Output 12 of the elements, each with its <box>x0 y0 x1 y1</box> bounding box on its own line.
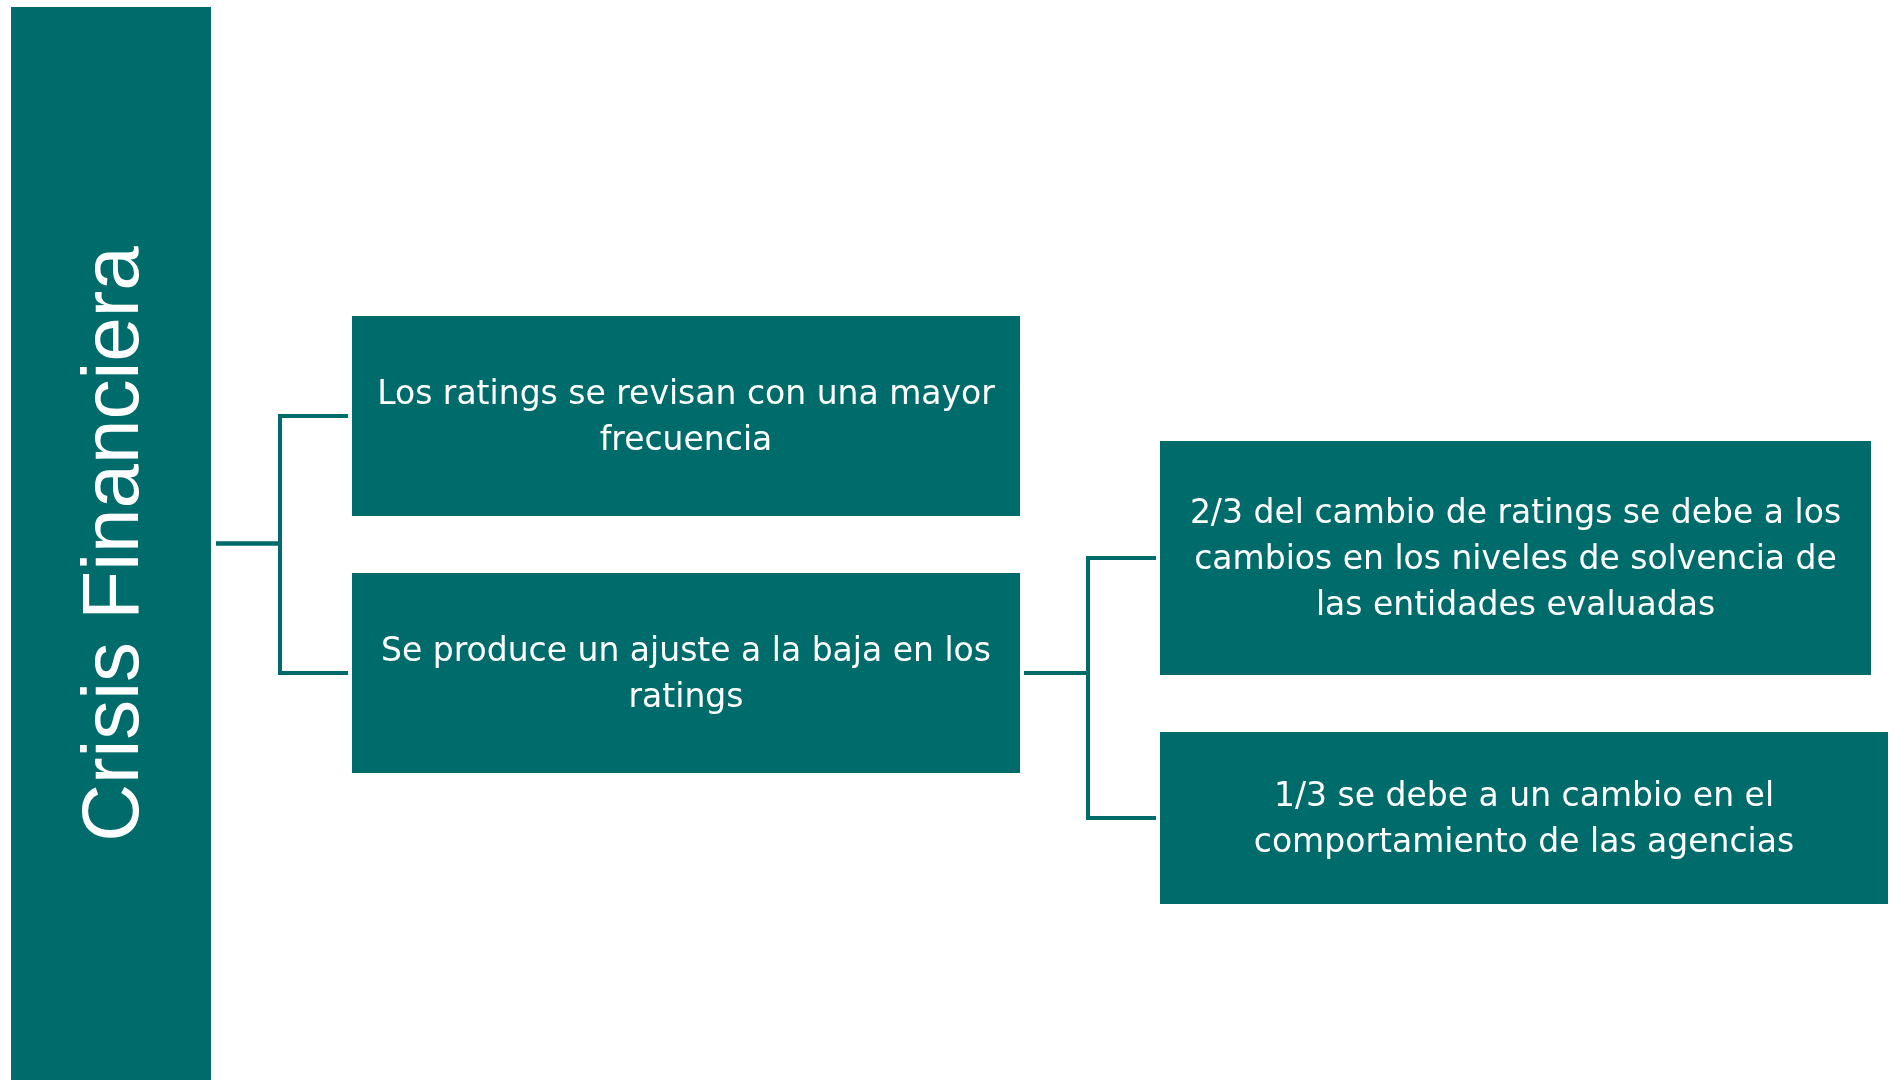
vertical-title: Crisis Financiera <box>65 245 156 842</box>
box-text: 2/3 del cambio de ratings se debe a los cambios en los niveles de solvencia de las entidades evaluadas <box>1188 491 1843 625</box>
process-box <box>352 316 1020 516</box>
box-text: 1/3 se debe a un cambio en el comportamiento de las agencias <box>1252 774 1796 862</box>
box-text: Se produce un ajuste a la baja en los ratings <box>380 629 992 717</box>
connector-line <box>216 541 348 675</box>
process-box <box>1160 441 1871 675</box>
box-text: Los ratings se revisan con una mayor frecuencia <box>376 372 996 460</box>
connector-line <box>1024 671 1156 820</box>
process-box <box>352 573 1020 773</box>
process-box <box>1160 732 1888 904</box>
title-bar <box>11 7 211 1080</box>
